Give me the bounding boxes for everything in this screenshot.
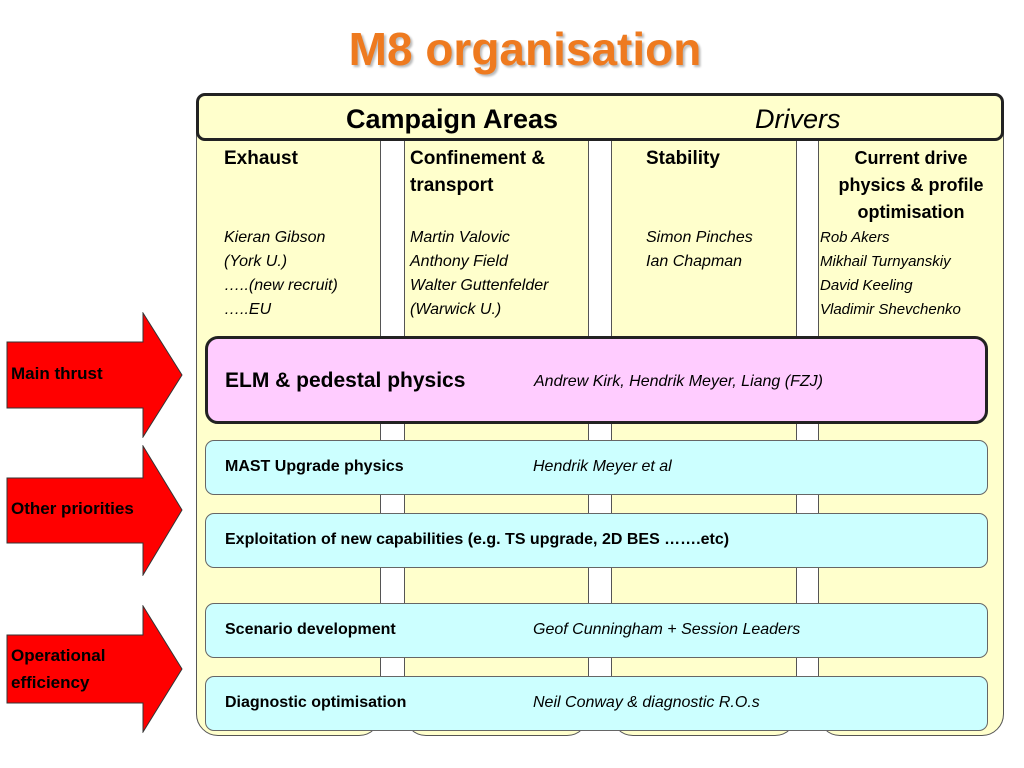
column-names-confinement: Martin Valovic Anthony Field Walter Gutt…	[410, 229, 549, 318]
campaign-areas-title: Campaign Areas	[346, 104, 559, 134]
scenario-label: Scenario development	[225, 621, 396, 638]
operational-efficiency-arrow-shape	[6, 605, 183, 733]
mast-upgrade-band: MAST Upgrade physics Hendrik Meyer et al	[205, 440, 988, 495]
column-heading-stability: Stability	[646, 148, 720, 169]
operational-efficiency-label: Operational efficiency	[11, 646, 106, 692]
exploitation-band: Exploitation of new capabilities (e.g. T…	[205, 513, 988, 568]
column-heading-exhaust: Exhaust	[224, 148, 298, 169]
drivers-title: Drivers	[755, 104, 841, 134]
other-priorities-arrow: Other priorities	[6, 445, 184, 576]
operational-efficiency-arrow: Operational efficiency	[6, 605, 184, 733]
main-thrust-arrow-shape	[6, 312, 183, 438]
scenario-people: Geof Cunningham + Session Leaders	[533, 621, 801, 638]
mast-upgrade-label: MAST Upgrade physics	[225, 458, 404, 475]
campaign-areas-header: Campaign Areas Drivers	[196, 93, 1004, 141]
diagnostic-label: Diagnostic optimisation	[225, 694, 407, 711]
diagnostic-people: Neil Conway & diagnostic R.O.s	[533, 694, 760, 711]
column-names-current-drive: Rob Akers Mikhail Turnyanskiy David Keel…	[820, 229, 961, 318]
diagnostic-band: Diagnostic optimisation Neil Conway & di…	[205, 676, 988, 731]
elm-pedestal-people: Andrew Kirk, Hendrik Meyer, Liang (FZJ)	[534, 373, 823, 390]
column-names-exhaust: Kieran Gibson (York U.) …..(new recruit)…	[224, 229, 338, 318]
scenario-band: Scenario development Geof Cunningham + S…	[205, 603, 988, 658]
elm-pedestal-band: ELM & pedestal physics Andrew Kirk, Hend…	[205, 336, 988, 424]
column-heading-current-drive: Current drive physics & profile optimisa…	[838, 148, 984, 222]
mast-upgrade-people: Hendrik Meyer et al	[533, 458, 672, 475]
column-heading-confinement: Confinement & transport	[410, 148, 546, 196]
main-thrust-arrow: Main thrust	[6, 312, 184, 438]
page-title: M8 organisation	[348, 23, 702, 75]
exploitation-label: Exploitation of new capabilities (e.g. T…	[225, 531, 730, 548]
other-priorities-arrow-shape	[6, 445, 183, 576]
elm-pedestal-label: ELM & pedestal physics	[225, 369, 466, 392]
main-thrust-label: Main thrust	[11, 364, 103, 383]
column-names-stability: Simon Pinches Ian Chapman	[646, 229, 753, 270]
other-priorities-label: Other priorities	[11, 499, 134, 518]
